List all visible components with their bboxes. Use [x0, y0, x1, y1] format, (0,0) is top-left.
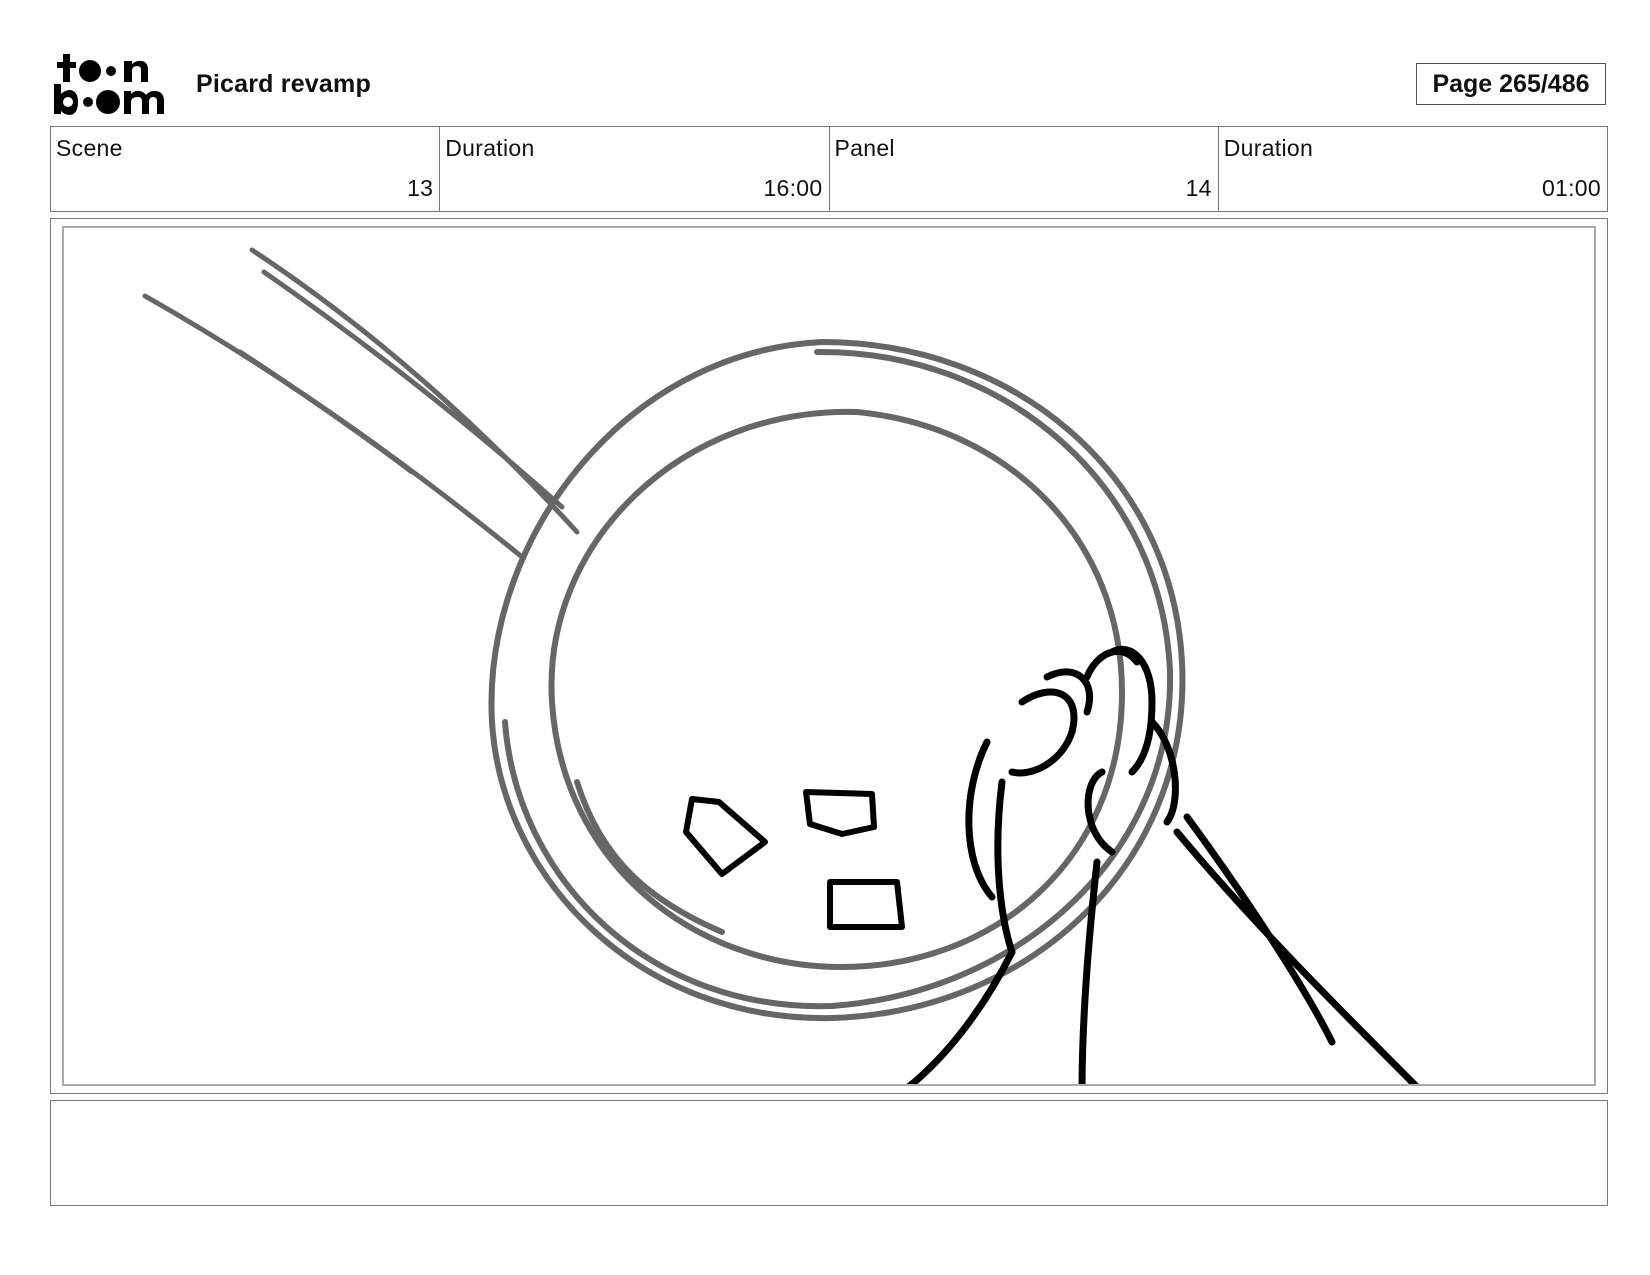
scene-duration-cell: Duration 16:00	[440, 127, 830, 211]
page-number: Page 265/486	[1416, 63, 1606, 105]
panel-duration-value: 01:00	[1541, 175, 1601, 201]
panel-cell: Panel 14	[830, 127, 1219, 211]
panel-duration-cell: Duration 01:00	[1219, 127, 1607, 211]
scene-cell: Scene 13	[51, 127, 441, 211]
hand-sketch	[906, 646, 1419, 1084]
panel-duration-label: Duration	[1223, 135, 1314, 161]
project-title: Picard revamp	[196, 70, 371, 98]
scene-duration-label: Duration	[445, 135, 535, 161]
storyboard-panel-drawing	[62, 226, 1596, 1086]
panel-info-row: Scene 13 Duration 16:00 Panel 14 Duratio…	[50, 126, 1608, 212]
food-pieces-sketch	[683, 789, 905, 930]
page-header: Picard revamp Page 265/486	[0, 0, 1650, 125]
scene-label: Scene	[56, 135, 123, 161]
panel-label: Panel	[834, 135, 895, 161]
panel-value: 14	[1185, 175, 1212, 201]
pan-rim-sketch	[488, 339, 1186, 1022]
scene-value: 13	[407, 175, 434, 201]
pan-handle-sketch	[142, 247, 580, 560]
toon-boom-logo	[54, 54, 170, 116]
panel-notes-box	[50, 1100, 1608, 1206]
scene-duration-value: 16:00	[763, 175, 823, 201]
storyboard-panel-frame	[50, 218, 1608, 1094]
